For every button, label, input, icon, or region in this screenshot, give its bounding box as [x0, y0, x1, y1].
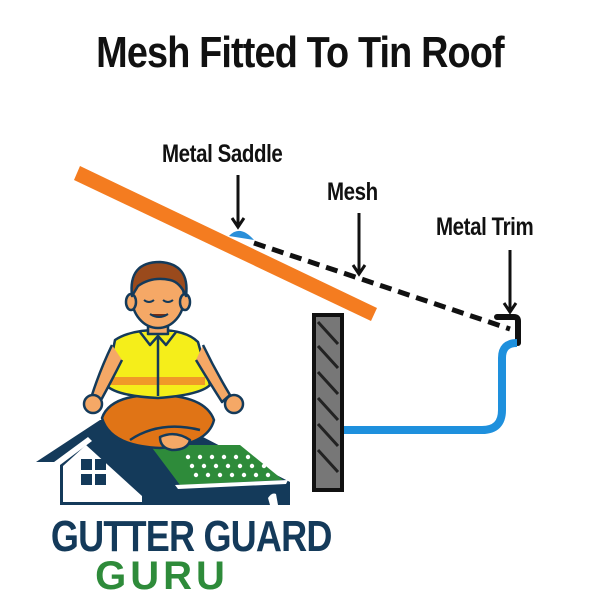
page-title: Mesh Fitted To Tin Roof: [96, 28, 504, 77]
metal-trim-icon: [494, 314, 521, 346]
gutter-icon: [343, 339, 518, 434]
saddle-arrow-icon: [230, 175, 246, 230]
mesh-label: Mesh: [327, 178, 378, 206]
metal-saddle-label: Metal Saddle: [162, 140, 283, 168]
fascia-board-icon: [312, 313, 344, 492]
mascot-icon: [82, 260, 245, 452]
metal-saddle-icon: [229, 230, 254, 240]
trim-arrow-icon: [502, 250, 518, 315]
mesh-arrow-icon: [351, 213, 367, 277]
metal-trim-label: Metal Trim: [436, 213, 534, 241]
brand-name-line2: GURU: [95, 554, 229, 598]
roof-sheet-icon: [74, 166, 377, 321]
brand-name-line1: GUTTER GUARD: [50, 512, 333, 561]
house-logo-icon: [36, 420, 290, 505]
mesh-line-icon: [253, 240, 511, 332]
